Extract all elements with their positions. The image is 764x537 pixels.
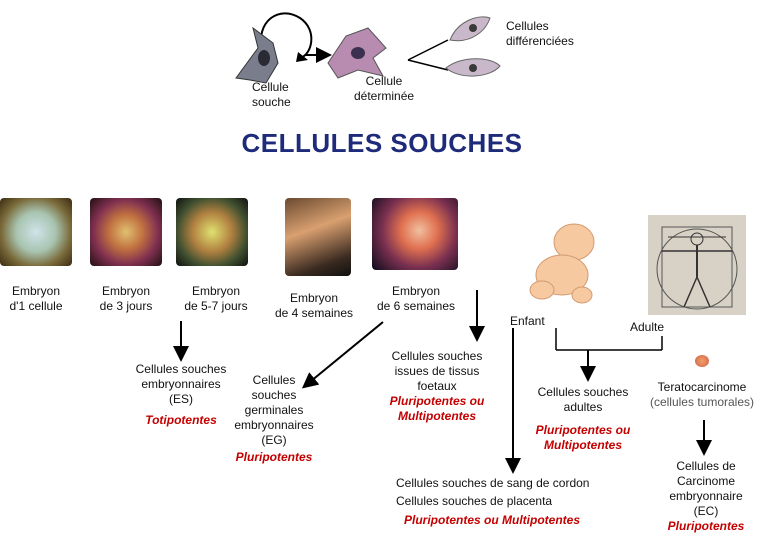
adultes-potency-2: Multipotentes [544,438,622,452]
embryo-4-weeks-photo [285,198,351,276]
eg-cells-block: Cellules souches germinales embryonnaire… [214,373,334,465]
embryo-1-cell-photo [0,198,72,266]
foetaux-potency-1: Pluripotentes ou [389,394,485,408]
ec-potency: Pluripotentes [667,519,745,533]
teratocarcinome-block: Teratocarcinome (cellules tumorales) [649,380,755,409]
stem-cell-shape [235,26,279,84]
embryo-6-weeks-photo [372,198,458,270]
eg-arrow [301,321,384,389]
page-title: CELLULES SOUCHES [241,128,523,158]
es-cells-block: Cellules souches embryonnaires (ES) Toti… [86,362,276,428]
cordon-cells-block: Cellules souches de sang de cordon Cellu… [396,476,636,528]
determinee-to-diff-line-1 [407,39,449,61]
enfant-label: Enfant [510,314,545,328]
foetaux-potency-2: Multipotentes [398,409,476,423]
embryo-5-7-days-photo [176,198,248,266]
eg-potency: Pluripotentes [235,450,313,464]
es-potency: Totipotentes [145,413,217,427]
determinee-to-diff-line-2 [407,59,449,71]
adultes-cells-block: Cellules souches adultes Pluripotentes o… [524,385,642,453]
foetaux-cells-block: Cellules souches issues de tissus foetau… [372,349,502,424]
cell-differentiation-illustration [235,16,501,84]
self-renewal-arrow [259,12,313,59]
adultes-potency-1: Pluripotentes ou [535,423,631,437]
cordon-potency: Pluripotentes ou Multipotentes [404,513,580,527]
baby-illustration [529,223,595,304]
adulte-label: Adulte [630,320,665,334]
teratocarcinome-icon [695,355,709,367]
ec-cells-block: Cellules de Carcinome embryonnaire (EC) … [656,459,756,534]
embryo-3-days-photo [90,198,162,266]
vitruvian-man-illustration [648,215,746,315]
